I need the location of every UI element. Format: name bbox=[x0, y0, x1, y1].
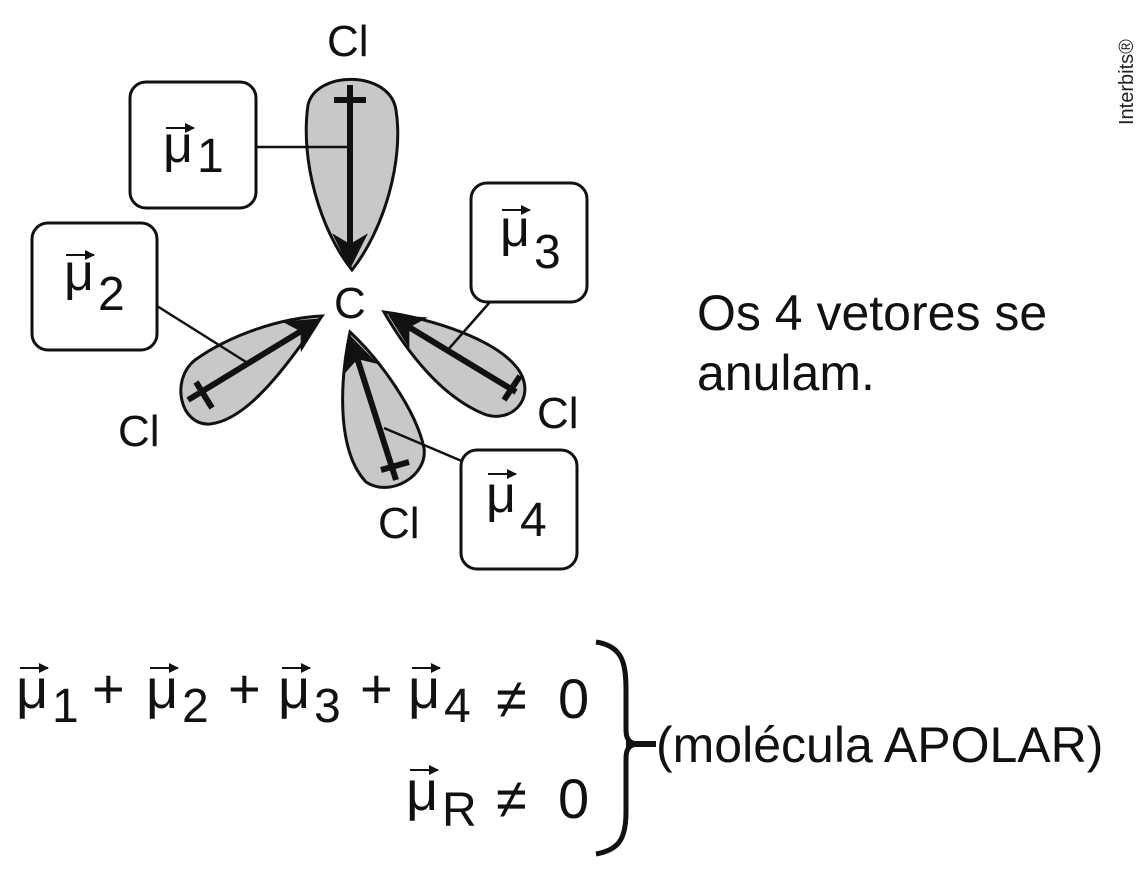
atom-label-c-center: C bbox=[334, 279, 366, 328]
vector-index: 3 bbox=[534, 226, 561, 279]
sum-term-1-symbol: μ bbox=[16, 657, 48, 720]
plus-sign-2: + bbox=[228, 657, 261, 720]
plus-sign-1: + bbox=[92, 657, 125, 720]
not-equal-sign-2: ≠ bbox=[496, 767, 527, 830]
leader-line-4 bbox=[383, 426, 465, 464]
dipole-arrow-4 bbox=[343, 335, 399, 481]
plus-sign-3: + bbox=[360, 657, 393, 720]
sum-term-3-index: 3 bbox=[314, 680, 341, 733]
sum-term-2-index: 2 bbox=[182, 680, 209, 733]
vector-symbol: μ bbox=[64, 244, 94, 302]
lobe-3 bbox=[381, 301, 527, 418]
resultant-index: R bbox=[442, 784, 477, 837]
credit-watermark: Interbits® bbox=[1116, 39, 1138, 125]
atom-label-cl-left: Cl bbox=[118, 407, 160, 456]
vector-index: 4 bbox=[520, 494, 547, 547]
vector-box-3: μ 3 bbox=[469, 181, 589, 304]
vector-box-2: μ 2 bbox=[30, 221, 159, 352]
lobe-1 bbox=[256, 77, 400, 273]
sum-term-3-symbol: μ bbox=[278, 657, 310, 720]
note-line-2: anulam. bbox=[697, 345, 875, 401]
vector-box-1: μ 1 bbox=[128, 80, 258, 210]
leader-line-2 bbox=[156, 304, 247, 364]
sum-term-4-symbol: μ bbox=[408, 657, 440, 720]
vector-symbol: μ bbox=[163, 116, 193, 174]
vector-sum-equation: μ 1 + μ 2 + μ 3 + μ 4 ≠ 0 bbox=[16, 657, 589, 733]
molecule-classification-label: (molécula APOLAR) bbox=[656, 717, 1103, 773]
note-line-1: Os 4 vetores se bbox=[697, 285, 1047, 341]
zero-2: 0 bbox=[558, 767, 589, 830]
dipole-arrow-2 bbox=[186, 318, 323, 403]
not-equal-sign: ≠ bbox=[496, 667, 527, 730]
dipole-arrow-3 bbox=[387, 314, 518, 395]
atom-label-cl-bottom: Cl bbox=[378, 499, 420, 548]
zero: 0 bbox=[558, 667, 589, 730]
vector-index: 2 bbox=[98, 268, 125, 321]
resultant-equation: μ R ≠ 0 bbox=[406, 759, 589, 837]
lobe-2 bbox=[156, 304, 326, 426]
vector-index: 1 bbox=[197, 130, 224, 183]
sum-term-1-index: 1 bbox=[52, 680, 79, 733]
vector-symbol: μ bbox=[500, 200, 530, 258]
leader-line-3 bbox=[445, 301, 491, 353]
atom-label-cl-right: Cl bbox=[537, 389, 579, 438]
sum-term-4-index: 4 bbox=[444, 680, 471, 733]
plus-tick-3 bbox=[501, 374, 523, 402]
curly-brace bbox=[595, 639, 641, 857]
resultant-symbol: μ bbox=[406, 759, 438, 822]
vector-symbol: μ bbox=[486, 466, 516, 524]
atom-label-cl-top: Cl bbox=[327, 17, 369, 66]
sum-term-2-symbol: μ bbox=[146, 657, 178, 720]
vector-box-4: μ 4 bbox=[459, 448, 579, 571]
lobe-4 bbox=[341, 329, 465, 489]
plus-tick-4 bbox=[380, 459, 410, 473]
plus-tick-2 bbox=[193, 380, 215, 410]
